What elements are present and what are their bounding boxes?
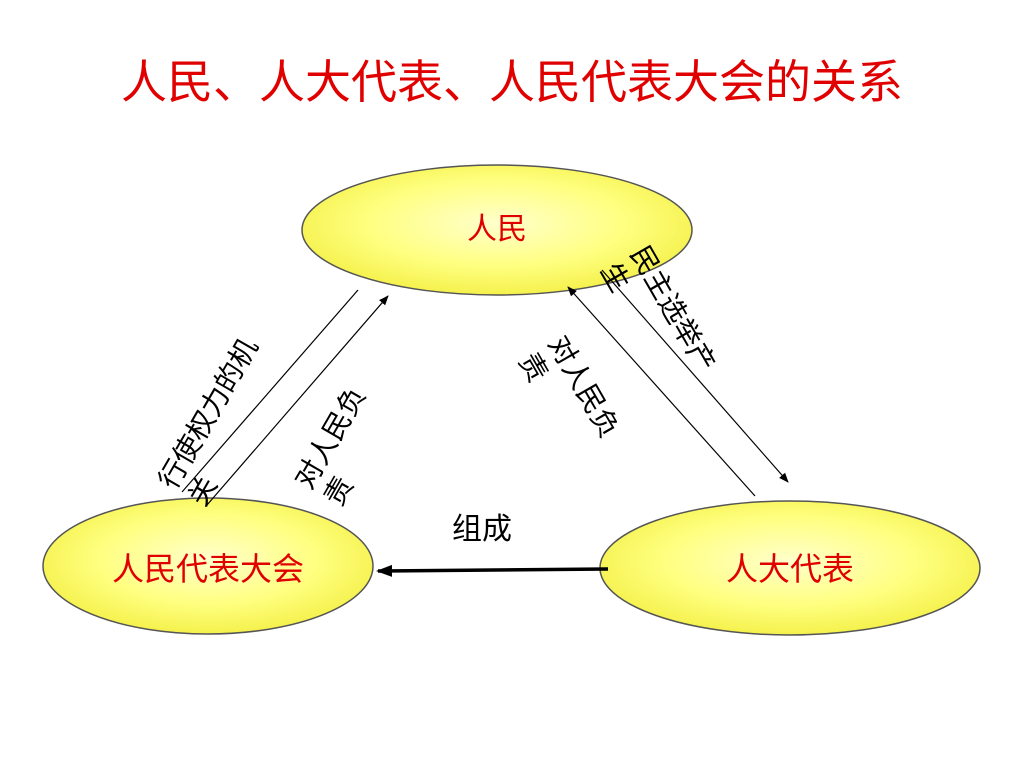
compose-label: 组成 [452, 512, 512, 547]
npc-resp-people-arrow [206, 295, 389, 506]
npc-to-people-line [181, 289, 359, 493]
npc-node-label: 人民代表大会 [111, 550, 304, 588]
people-node-shape [301, 164, 693, 296]
npc-node-shape [42, 497, 374, 635]
slide-title: 人民、人大代表、人民代表大会的关系 [121, 55, 903, 109]
people-elect-arrow [601, 269, 789, 483]
deputies-node-label: 人大代表 [725, 550, 854, 588]
people-node-label: 人民 [467, 212, 527, 247]
compose-arrow [376, 564, 609, 577]
deputies-resp-people-arrow [567, 286, 756, 497]
